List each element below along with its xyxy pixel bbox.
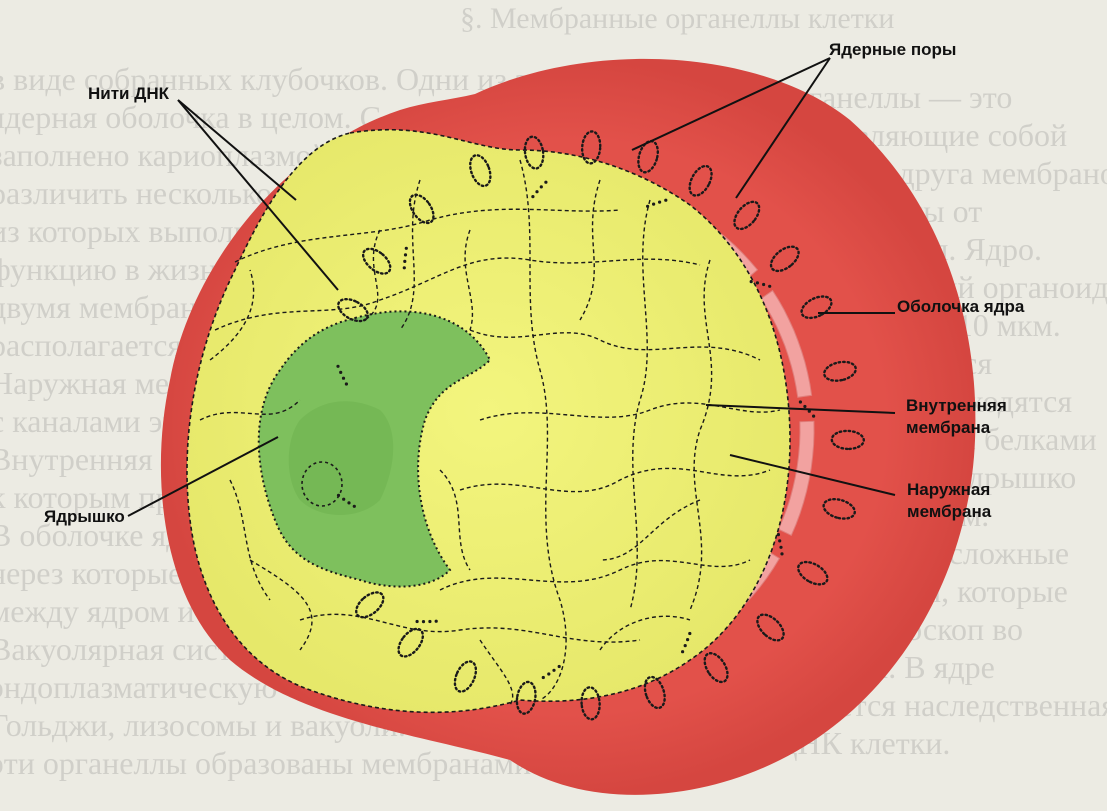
membrane-gap-dot (422, 620, 425, 623)
nucleolus-shading (289, 401, 393, 515)
membrane-gap-dot (762, 283, 765, 286)
membrane-gap-dot (342, 377, 345, 380)
label-nuclear-pores: Ядерные поры (829, 40, 956, 60)
dna-leader-1 (178, 100, 296, 200)
label-nucleolus: Ядрышко (44, 507, 125, 527)
membrane-gap-dot (684, 644, 687, 647)
membrane-gap-dot (339, 371, 342, 374)
membrane-gap-dot (658, 201, 661, 204)
membrane-gap-dot (750, 280, 753, 283)
membrane-gap-dot (347, 501, 350, 504)
membrane-gap-dot (337, 494, 340, 497)
membrane-gap-dot (799, 400, 802, 403)
membrane-gap-dot (353, 505, 356, 508)
label-outer-membrane-line1: Наружная (907, 480, 990, 500)
membrane-gap-dot (403, 260, 406, 263)
membrane-gap-dot (435, 620, 438, 623)
label-inner-membrane-line1: Внутренняя (906, 396, 1007, 416)
label-dna-threads: Нити ДНК (88, 84, 169, 104)
membrane-gap-dot (416, 620, 419, 623)
membrane-gap-dot (540, 185, 543, 188)
membrane-gap-dot (803, 405, 806, 408)
membrane-gap-dot (336, 365, 339, 368)
membrane-gap-dot (404, 253, 407, 256)
membrane-gap-dot (686, 638, 689, 641)
membrane-gap-dot (535, 190, 538, 193)
membrane-gap-dot (547, 672, 550, 675)
membrane-gap-dot (428, 620, 431, 623)
membrane-gap-dot (779, 546, 782, 549)
membrane-gap-dot (756, 281, 759, 284)
membrane-gap-dot (542, 676, 545, 679)
membrane-gap-dot (664, 199, 667, 202)
membrane-gap-dot (768, 285, 771, 288)
membrane-gap-dot (777, 533, 780, 536)
membrane-gap-dot (544, 181, 547, 184)
membrane-gap-dot (780, 552, 783, 555)
membrane-gap-dot (342, 498, 345, 501)
membrane-gap-dot (558, 665, 561, 668)
membrane-gap-dot (345, 382, 348, 385)
membrane-gap-dot (681, 650, 684, 653)
membrane-gap-dot (403, 266, 406, 269)
label-inner-membrane-line2: мембрана (906, 418, 990, 438)
label-outer-membrane-line2: мембрана (907, 502, 991, 522)
membrane-gap-dot (405, 247, 408, 250)
membrane-gap-dot (778, 539, 781, 542)
membrane-gap-dot (552, 669, 555, 672)
label-envelope: Оболочка ядра (897, 297, 1024, 317)
membrane-gap-dot (812, 415, 815, 418)
membrane-gap-dot (531, 195, 534, 198)
membrane-gap-dot (652, 203, 655, 206)
membrane-gap-dot (646, 205, 649, 208)
membrane-gap-dot (688, 632, 691, 635)
